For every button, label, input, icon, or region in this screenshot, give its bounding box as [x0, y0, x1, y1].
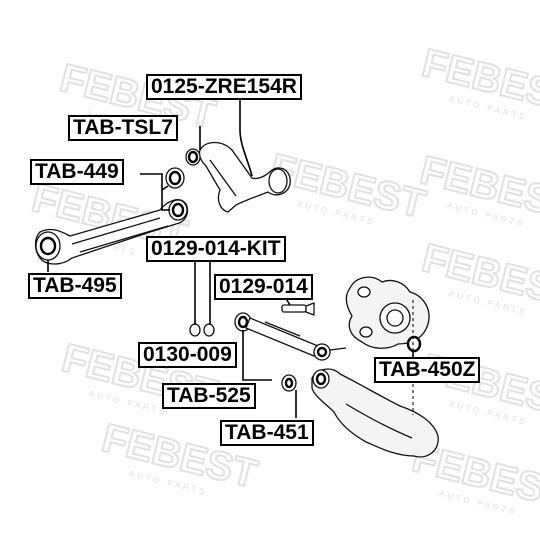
label-tab-525[interactable]: TAB-525: [162, 383, 256, 409]
adjustable-link: [189, 302, 347, 361]
label-tab-449[interactable]: TAB-449: [30, 159, 124, 185]
label-tab-451[interactable]: TAB-451: [220, 420, 314, 446]
leader-lines: [47, 100, 414, 418]
label-tab-450z[interactable]: TAB-450Z: [374, 357, 481, 383]
label-0125-zre154r[interactable]: 0125-ZRE154R: [146, 74, 302, 100]
label-0129-014-kit[interactable]: 0129-014-KIT: [146, 236, 286, 262]
label-0130-009[interactable]: 0130-009: [138, 342, 237, 368]
trailing-arm: [281, 368, 439, 458]
label-0129-014[interactable]: 0129-014: [214, 274, 313, 300]
label-tab-tsl7[interactable]: TAB-TSL7: [68, 115, 178, 141]
upper-control-arm: [185, 141, 291, 213]
label-tab-495[interactable]: TAB-495: [28, 273, 122, 299]
steering-knuckle: [345, 276, 430, 353]
lower-long-arm: [34, 167, 189, 265]
